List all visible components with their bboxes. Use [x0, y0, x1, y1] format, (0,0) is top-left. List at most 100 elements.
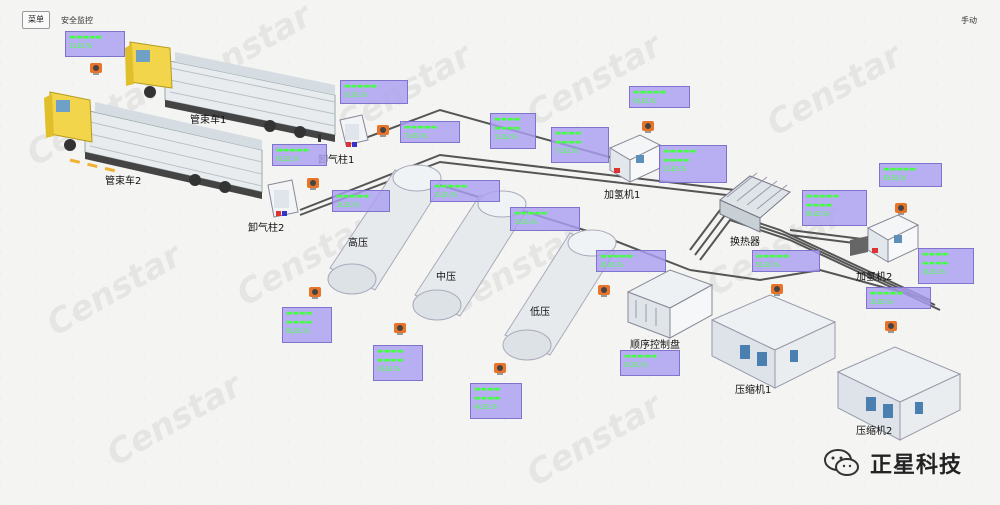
- sensor-reading: 6LEL%: [286, 327, 310, 335]
- sensor-reading: 8LEL%: [883, 174, 907, 182]
- sensor-reading-box[interactable]: ▬▬▬▬▬3LEL%: [866, 287, 931, 309]
- sensor-reading-box[interactable]: ▬▬▬▬▬▬▬▬0LEL%: [373, 345, 423, 381]
- sensor-reading-box[interactable]: ▬▬▬▬▬▬▬▬▬6LEL%: [802, 190, 867, 226]
- sensor-reading-box[interactable]: ▬▬▬▬▬▬▬▬4LEL%: [470, 383, 522, 419]
- sensor-status-text: ▬▬▬▬▬▬▬▬▬: [663, 147, 697, 164]
- sensor-reading-box[interactable]: ▬▬▬▬▬1LEL%: [510, 207, 580, 231]
- sensor-reading-box[interactable]: ▬▬▬▬▬▬▬▬6LEL%: [282, 307, 332, 343]
- sensor-status-text: ▬▬▬▬▬: [870, 289, 904, 297]
- sensor-reading-box[interactable]: ▬▬▬▬▬1LEL%: [332, 190, 390, 212]
- sensor-reading-box[interactable]: ▬▬▬▬▬7LEL%: [400, 121, 460, 143]
- sensor-reading: 3LEL%: [870, 298, 894, 306]
- label-heat-exchanger: 换热器: [730, 237, 760, 248]
- sensor-status-text: ▬▬▬▬▬▬▬▬: [377, 347, 404, 364]
- sensor-reading-box[interactable]: ▬▬▬▬▬2LEL%: [65, 31, 125, 57]
- gas-detector-icon[interactable]: [492, 360, 508, 376]
- sensor-reading-box[interactable]: ▬▬▬▬▬8LEL%: [879, 163, 942, 187]
- sensor-status-text: ▬▬▬▬▬▬▬▬: [286, 309, 313, 326]
- sensor-reading-box[interactable]: ▬▬▬▬▬5LEL%: [752, 250, 820, 272]
- sensor-reading: 0LEL%: [624, 361, 648, 369]
- sensor-reading: 1LEL%: [434, 191, 458, 199]
- gas-detector-icon[interactable]: [307, 284, 323, 300]
- gas-detector-icon[interactable]: [596, 282, 612, 298]
- mode-toggle[interactable]: 手动: [961, 16, 977, 25]
- sensor-reading-box[interactable]: ▬▬▬▬▬▬▬▬1LEL%: [490, 113, 536, 149]
- sequence-control-panel[interactable]: [626, 269, 714, 339]
- sensor-reading: 7LEL%: [404, 132, 428, 140]
- unloading-post-2[interactable]: [267, 179, 299, 218]
- sensor-status-text: ▬▬▬▬▬: [633, 88, 667, 96]
- label-tube-trailer-1: 管束车1: [190, 115, 227, 126]
- sensor-reading-box[interactable]: ▬▬▬▬▬5LEL%: [340, 80, 408, 104]
- gas-detector-icon[interactable]: [893, 200, 909, 216]
- sensor-reading: 6LEL%: [806, 210, 830, 218]
- gas-detector-icon[interactable]: [375, 122, 391, 138]
- gas-detector-icon[interactable]: [640, 118, 656, 134]
- sensor-reading-box[interactable]: ▬▬▬▬▬▬▬▬▬2LEL%: [659, 145, 727, 183]
- sensor-status-text: ▬▬▬▬▬: [434, 182, 468, 190]
- sensor-reading: 3LEL%: [922, 268, 946, 276]
- tube-trailer-2[interactable]: [44, 91, 263, 199]
- sensor-reading: 1LEL%: [494, 133, 518, 141]
- tank-high-pressure[interactable]: [327, 164, 442, 295]
- sensor-status-text: ▬▬▬▬▬▬▬▬: [474, 385, 501, 402]
- gas-detector-icon[interactable]: [88, 60, 104, 76]
- sensor-reading: 3LEL%: [600, 261, 624, 269]
- sensor-reading-box[interactable]: ▬▬▬▬▬▬▬▬3LEL%: [918, 248, 974, 284]
- sensor-status-text: ▬▬▬▬▬: [756, 252, 790, 260]
- brand-name: 正星科技: [870, 453, 963, 478]
- compressor-2[interactable]: [836, 346, 962, 441]
- page-title: 安全监控: [61, 16, 93, 25]
- sensor-reading: 0LEL%: [377, 365, 401, 373]
- sensor-reading-box[interactable]: ▬▬▬▬▬8LEL%: [629, 86, 690, 108]
- unloading-post-1[interactable]: [339, 114, 369, 147]
- gas-detector-icon[interactable]: [769, 281, 785, 297]
- sensor-status-text: ▬▬▬▬▬▬▬▬: [922, 250, 949, 267]
- sensor-reading-box[interactable]: ▬▬▬▬▬3LEL%: [596, 250, 666, 272]
- sensor-reading-box[interactable]: ▬▬▬▬▬▬▬▬7LEL%: [551, 127, 609, 163]
- tube-trailer-1[interactable]: [125, 41, 336, 142]
- sensor-reading: 2LEL%: [663, 165, 687, 173]
- sensor-reading: 7LEL%: [555, 147, 579, 155]
- label-unloading-post-1: 卸气柱1: [318, 155, 355, 166]
- sensor-reading-box[interactable]: ▬▬▬▬▬0LEL%: [272, 144, 327, 166]
- gas-detector-icon[interactable]: [392, 320, 408, 336]
- sensor-reading: 2LEL%: [69, 42, 93, 50]
- sensor-reading: 8LEL%: [633, 97, 657, 105]
- sensor-status-text: ▬▬▬▬▬: [514, 209, 548, 217]
- sensor-status-text: ▬▬▬▬▬: [344, 82, 378, 90]
- sensor-reading: 1LEL%: [514, 218, 538, 226]
- menu-button[interactable]: 菜单: [22, 11, 50, 29]
- sensor-reading: 4LEL%: [474, 403, 498, 411]
- label-sequence-panel: 顺序控制盘: [630, 340, 680, 351]
- sensor-status-text: ▬▬▬▬▬: [276, 146, 310, 154]
- sensor-status-text: ▬▬▬▬▬▬▬▬▬: [806, 192, 840, 209]
- hydrogen-dispenser-1[interactable]: [608, 134, 662, 183]
- sensor-status-text: ▬▬▬▬▬: [336, 192, 370, 200]
- label-dispenser-2: 加氢机2: [856, 272, 893, 283]
- gas-detector-icon[interactable]: [305, 175, 321, 191]
- sensor-reading: 5LEL%: [756, 261, 780, 269]
- compressor-1[interactable]: [710, 294, 837, 389]
- sensor-reading-box[interactable]: ▬▬▬▬▬1LEL%: [430, 180, 500, 202]
- tank-low-pressure[interactable]: [502, 229, 617, 361]
- sensor-status-text: ▬▬▬▬▬▬▬▬: [555, 129, 582, 146]
- label-tank-medium: 中压: [436, 272, 456, 283]
- sensor-status-text: ▬▬▬▬▬: [624, 352, 658, 360]
- sensor-status-text: ▬▬▬▬▬: [69, 33, 103, 41]
- gas-detector-icon[interactable]: [883, 318, 899, 334]
- sensor-status-text: ▬▬▬▬▬: [404, 123, 438, 131]
- label-tank-low: 低压: [530, 307, 550, 318]
- top-bar: 菜单 安全监控 手动: [0, 0, 1000, 34]
- wechat-logo-icon: [824, 449, 859, 476]
- label-compressor-1: 压缩机1: [735, 385, 772, 396]
- label-tank-high: 高压: [348, 238, 368, 249]
- sensor-reading-box[interactable]: ▬▬▬▬▬0LEL%: [620, 350, 680, 376]
- sensor-status-text: ▬▬▬▬▬: [883, 165, 917, 173]
- label-tube-trailer-2: 管束车2: [105, 176, 142, 187]
- heat-exchanger[interactable]: [719, 172, 791, 233]
- hydrogen-dispenser-2[interactable]: [850, 214, 920, 263]
- label-unloading-post-2: 卸气柱2: [248, 223, 285, 234]
- sensor-status-text: ▬▬▬▬▬: [600, 252, 634, 260]
